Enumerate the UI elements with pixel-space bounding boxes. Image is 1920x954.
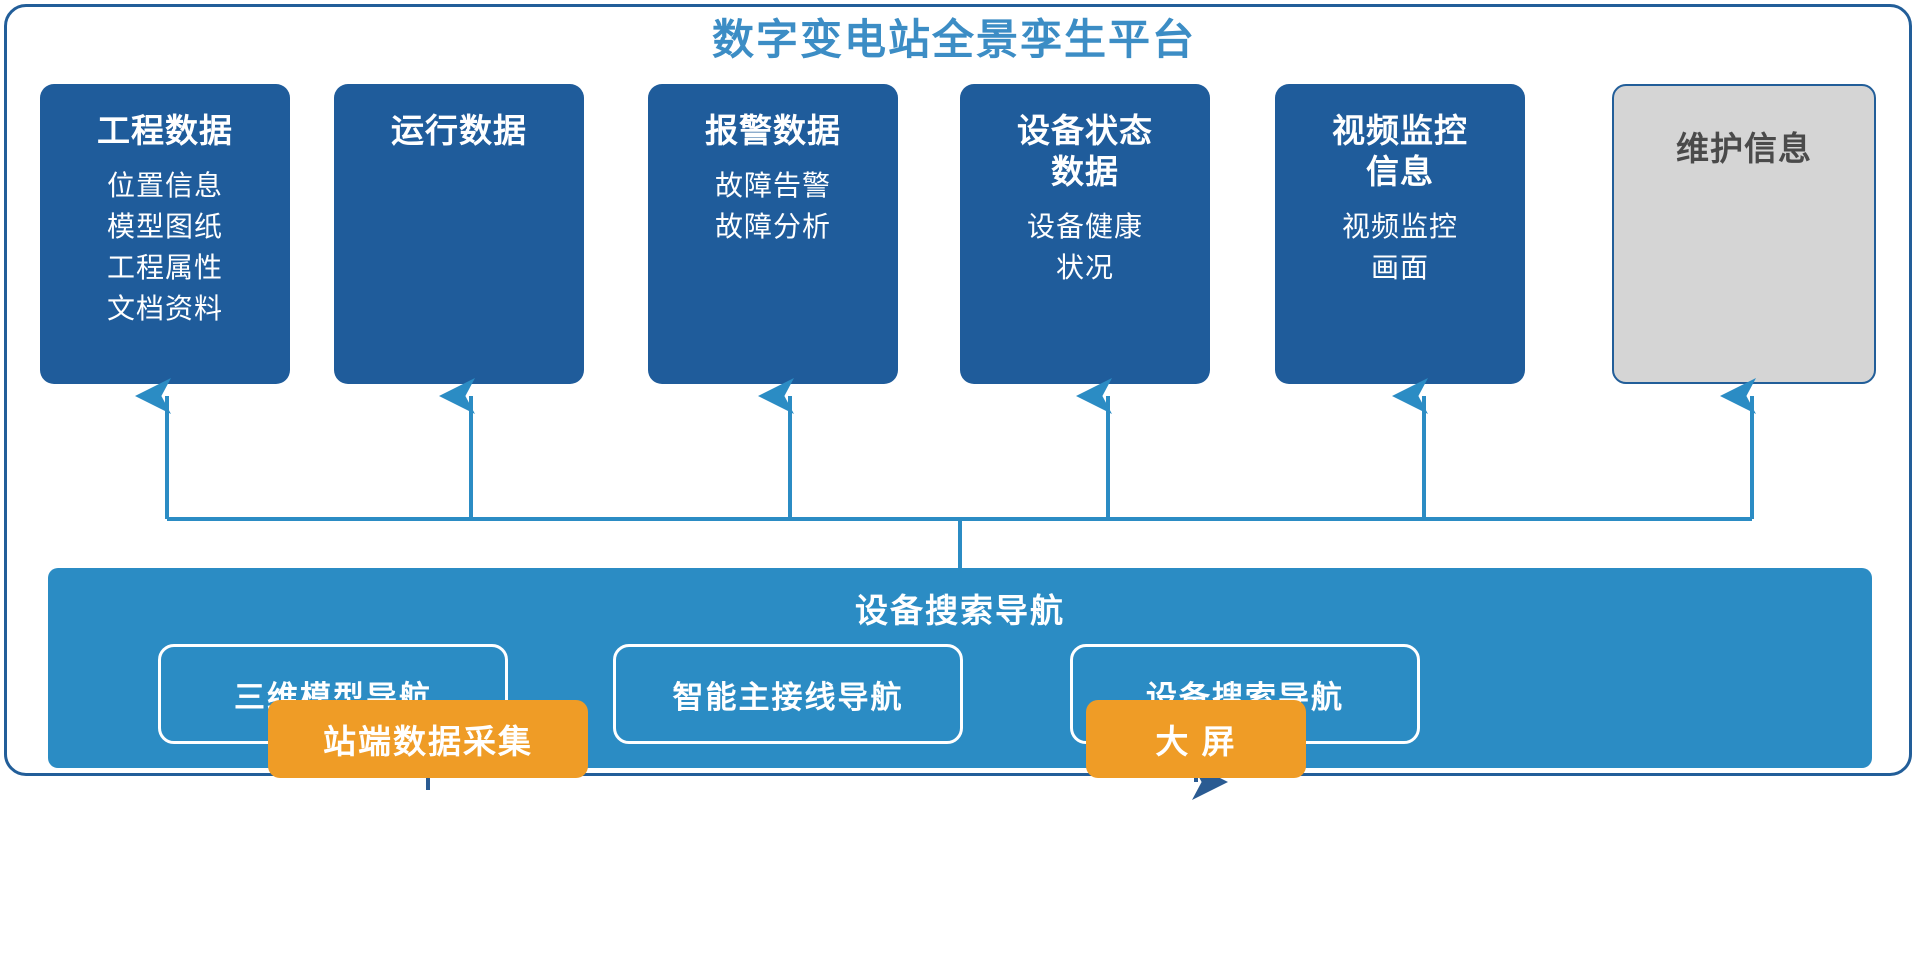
card-title: 工程数据: [97, 112, 233, 149]
card-item: 模型图纸: [106, 211, 223, 242]
card-item: 文档资料: [106, 293, 223, 324]
page-title: 数字变电站全景孪生平台: [711, 16, 1196, 63]
data-card-engineering[interactable]: 工程数据 位置信息 模型图纸 工程属性 文档资料: [40, 84, 290, 384]
nav-bar-title: 设备搜索导航: [855, 592, 1065, 629]
card-item-list: 故障告警 故障分析: [715, 165, 831, 247]
card-item: 故障分析: [714, 211, 831, 242]
card-item: 设备健康: [1026, 211, 1143, 242]
nav-pill-smart-one-line[interactable]: 智能主接线导航: [613, 644, 963, 744]
big-screen-box[interactable]: 大 屏: [1086, 700, 1306, 778]
data-card-video-monitoring[interactable]: 视频监控 信息 视频监控 画面: [1275, 84, 1525, 384]
card-title: 报警数据: [705, 112, 841, 149]
data-card-device-status[interactable]: 设备状态 数据 设备健康 状况: [960, 84, 1210, 384]
card-item: 工程属性: [106, 252, 223, 283]
data-card-operation[interactable]: 运行数据: [334, 84, 584, 384]
card-item: 画面: [1370, 252, 1429, 283]
card-title: 视频监控 信息: [1332, 112, 1468, 190]
data-card-alarm[interactable]: 报警数据 故障告警 故障分析: [648, 84, 898, 384]
data-card-row: 工程数据 位置信息 模型图纸 工程属性 文档资料 运行数据 报警数据 故障告警 …: [40, 84, 1876, 384]
card-item: 故障告警: [714, 170, 831, 201]
card-item: 状况: [1055, 252, 1114, 283]
card-item-list: 视频监控 画面: [1342, 206, 1458, 288]
card-item-list: 设备健康 状况: [1027, 206, 1143, 288]
card-title: 设备状态 数据: [1017, 112, 1153, 190]
data-card-maintenance[interactable]: 维护信息: [1612, 84, 1876, 384]
card-item: 位置信息: [106, 170, 223, 201]
card-item: 视频监控: [1341, 211, 1458, 242]
station-data-collection-box[interactable]: 站端数据采集: [268, 700, 588, 778]
card-title: 运行数据: [391, 112, 527, 149]
card-item-list: 位置信息 模型图纸 工程属性 文档资料: [107, 165, 223, 329]
card-title: 维护信息: [1676, 130, 1812, 167]
